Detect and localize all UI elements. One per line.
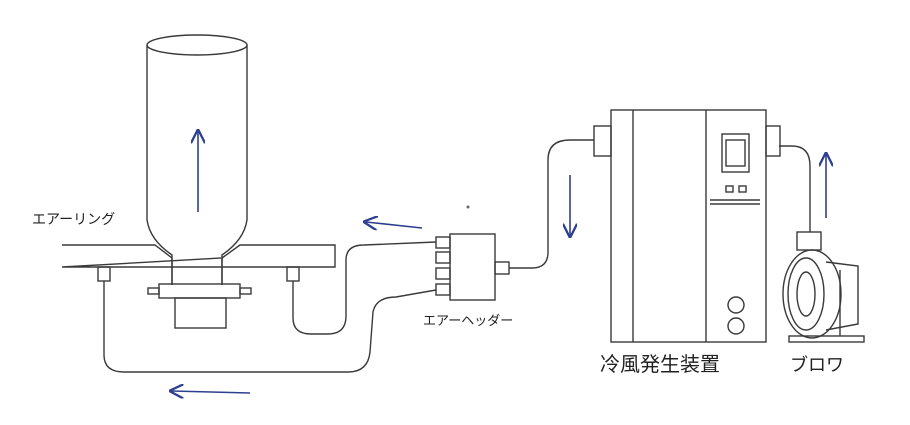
blower-icon	[782, 231, 865, 343]
air-header	[435, 233, 510, 301]
air-ring	[61, 244, 336, 329]
hoses	[103, 139, 811, 373]
cold-air-generator	[593, 109, 781, 343]
label-air-header: エアーヘッダー	[423, 314, 513, 329]
flow-left-top-arrow	[366, 222, 423, 228]
flow-left-bottom-arrow	[172, 391, 251, 393]
label-cold-air-generator: 冷風発生装置	[600, 352, 720, 376]
label-air-ring: エアーリング	[32, 212, 115, 228]
label-blower: ブロワ	[790, 354, 844, 376]
bottle	[146, 34, 248, 285]
